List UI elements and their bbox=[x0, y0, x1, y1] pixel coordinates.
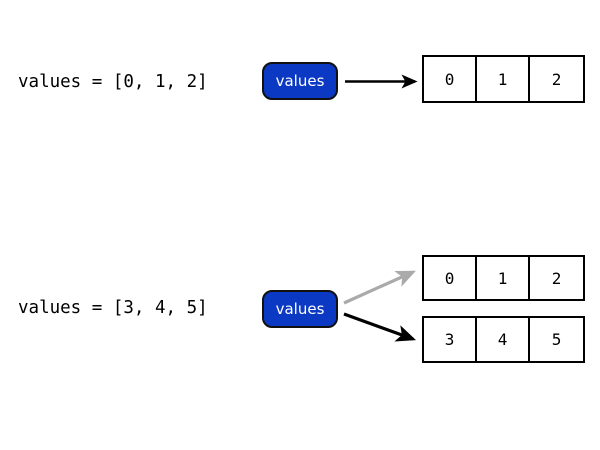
list-cell: 5 bbox=[551, 330, 562, 349]
list-cell: 0 bbox=[424, 57, 478, 101]
variable-pill-label: values bbox=[275, 71, 325, 90]
list-cell: 4 bbox=[477, 318, 531, 361]
variable-pill-label: values bbox=[275, 299, 325, 318]
code-label-step-2: values = [3, 4, 5] bbox=[18, 298, 208, 318]
list-box-step-1: 0 1 2 bbox=[422, 55, 585, 103]
list-box-step-2-new: 3 4 5 bbox=[422, 316, 585, 363]
arrow-to-list-345 bbox=[343, 312, 417, 342]
variable-pill-step-2[interactable]: values bbox=[262, 290, 338, 328]
list-cell: 3 bbox=[424, 318, 478, 361]
code-label-step-1: values = [0, 1, 2] bbox=[18, 72, 208, 92]
list-cell: 2 bbox=[551, 268, 562, 288]
list-box-step-2-old: 0 1 2 bbox=[422, 255, 585, 301]
list-cell: 1 bbox=[477, 257, 531, 299]
list-cell: 0 bbox=[424, 257, 478, 299]
arrow-stale-to-list-012 bbox=[343, 270, 416, 305]
list-cell: 1 bbox=[477, 57, 531, 101]
list-cell: 2 bbox=[551, 69, 562, 89]
variable-pill-step-1[interactable]: values bbox=[262, 62, 338, 100]
